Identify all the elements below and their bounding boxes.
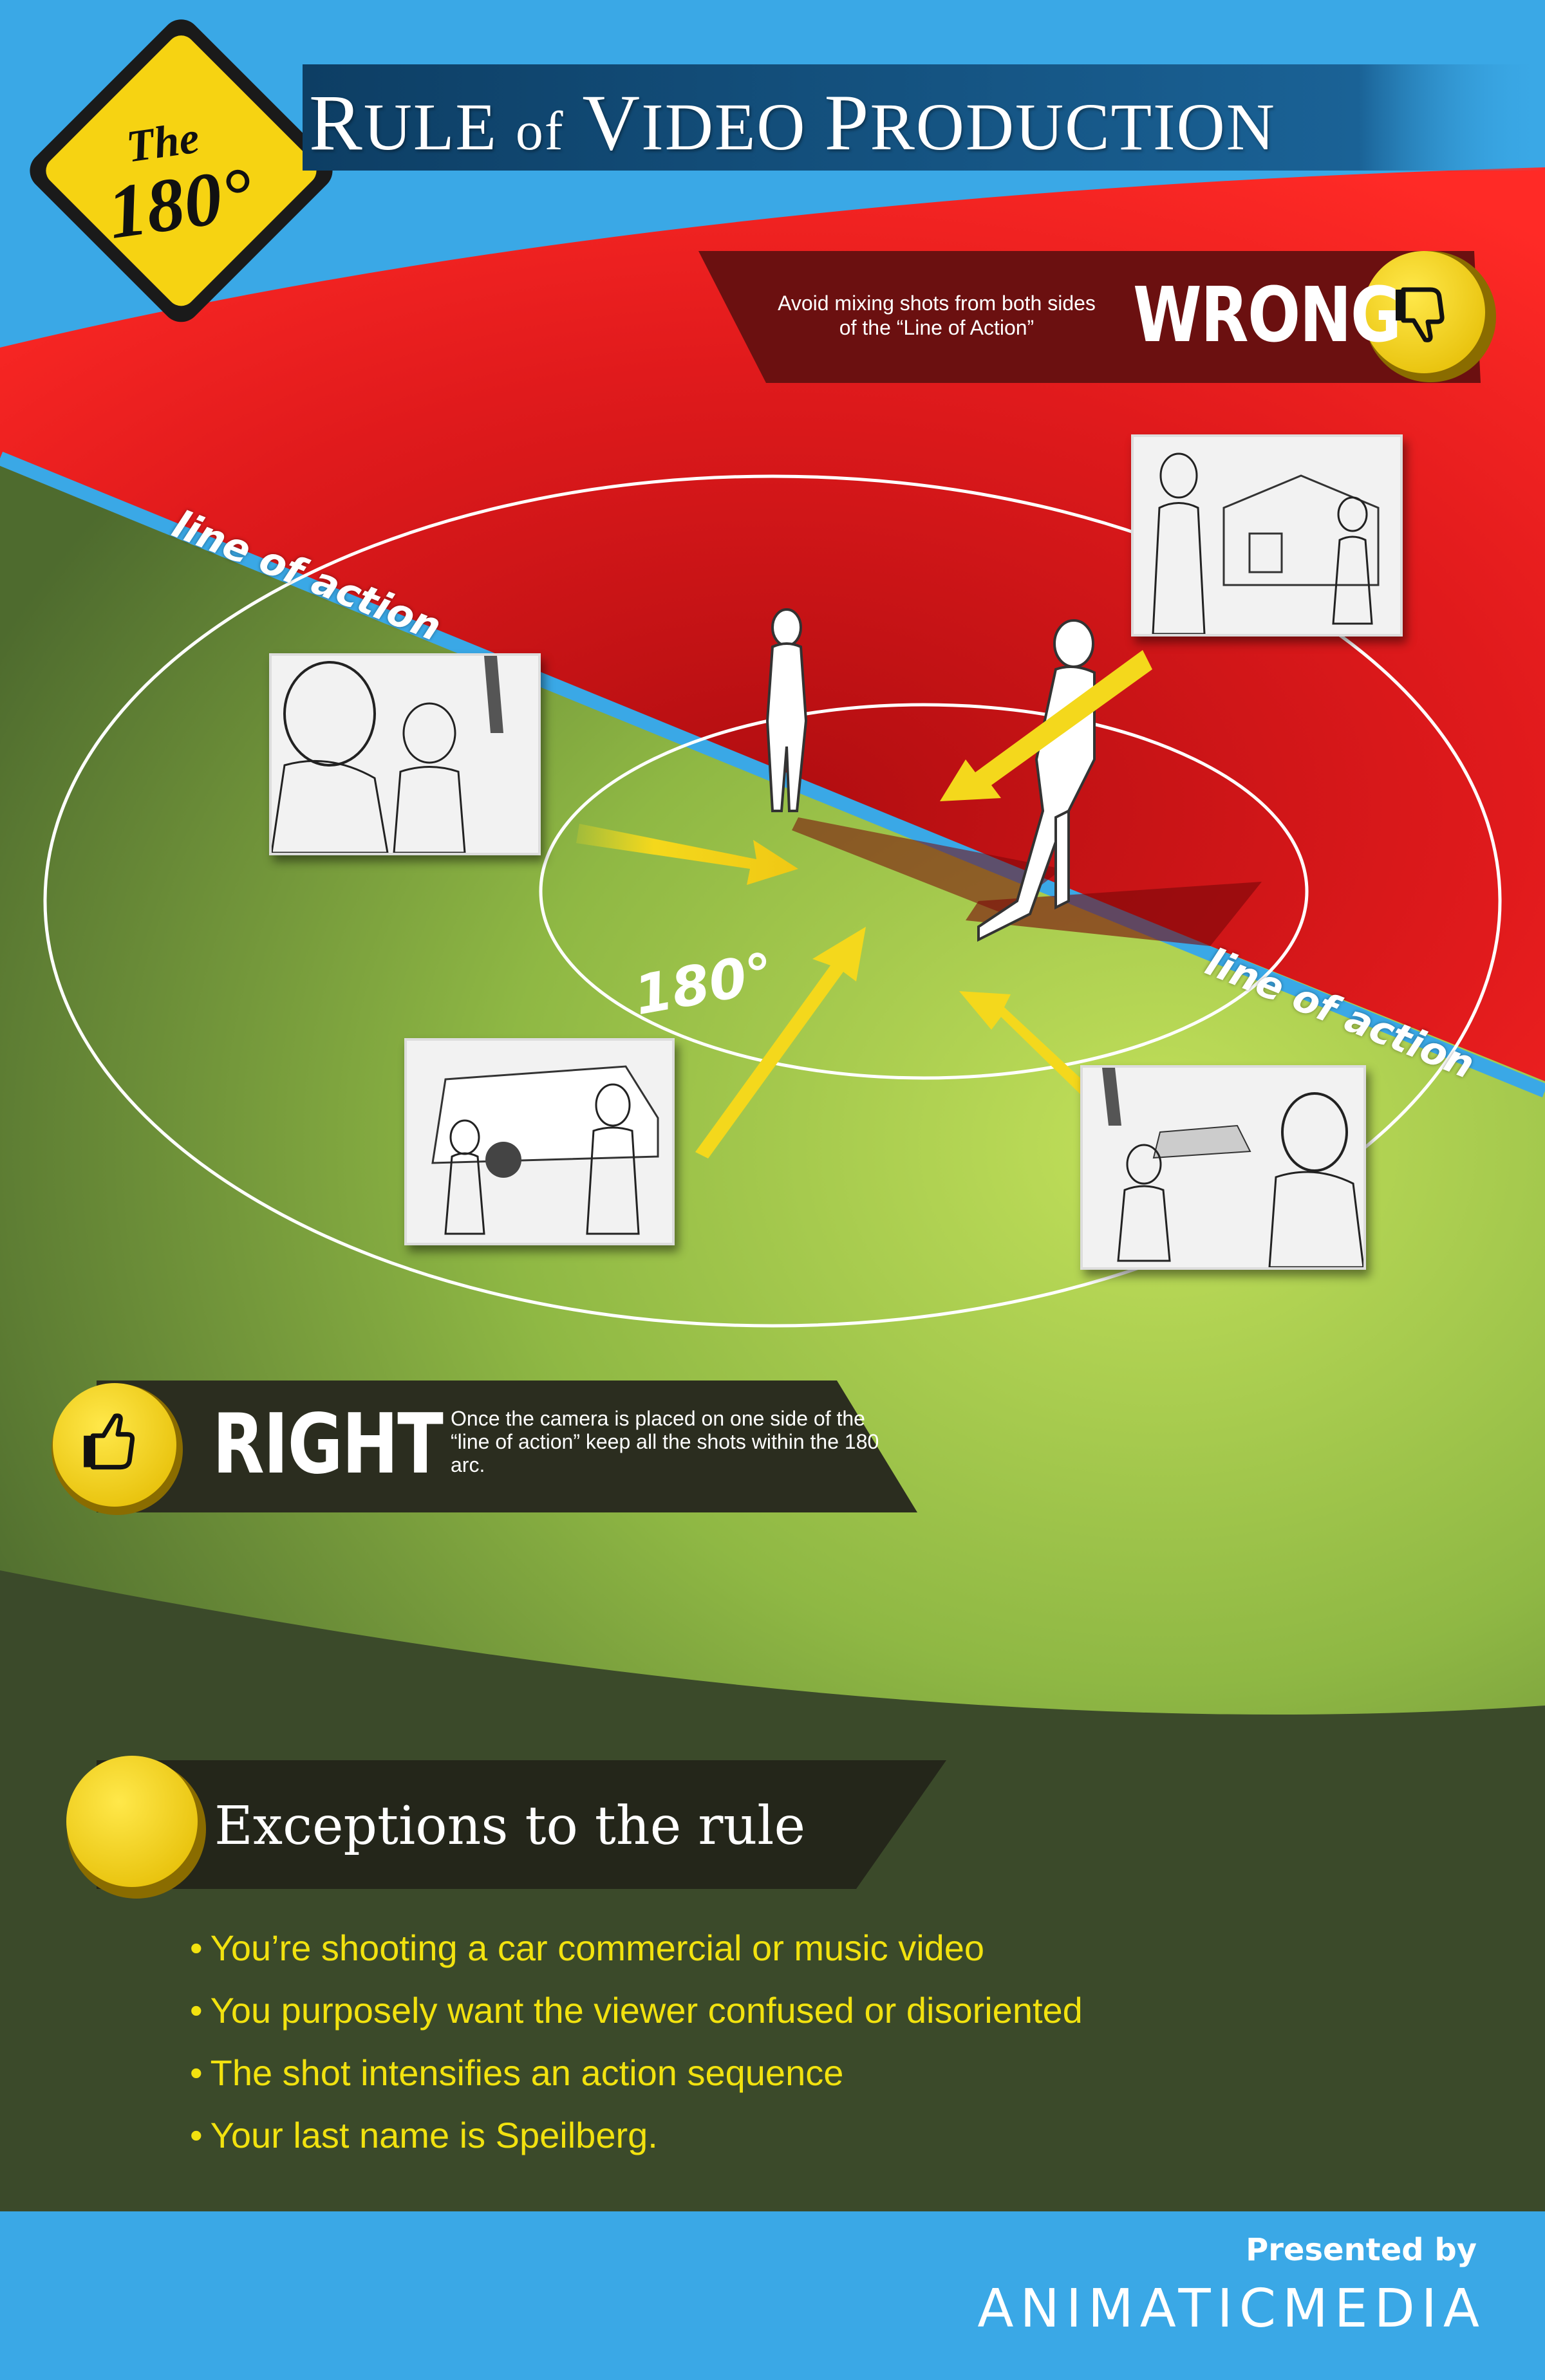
brand-logo-text: ANIMATICMEDIA (977, 2278, 1486, 2339)
list-item: You’re shooting a car commercial or musi… (190, 1917, 1083, 1979)
right-label: RIGHT (212, 1397, 444, 1492)
list-item: The shot intensifies an action sequence (190, 2041, 1083, 2104)
wrong-label: WRONG (1133, 270, 1401, 359)
list-item: Your last name is Speilberg. (190, 2104, 1083, 2166)
presented-by: Presented by (1246, 2232, 1477, 2268)
wrong-description: Avoid mixing shots from both sides of th… (778, 292, 1096, 339)
storyboard-frame-left (269, 653, 541, 855)
figures (765, 608, 1096, 942)
exceptions-list: You’re shooting a car commercial or musi… (190, 1917, 1083, 2166)
right-description: Once the camera is placed on one side of… (451, 1407, 879, 1476)
thumbs-up-icon (84, 1413, 135, 1470)
list-item: You purposely want the viewer confused o… (190, 1979, 1083, 2041)
warning-sign (30, 19, 333, 322)
storyboard-frame-bottom-right (1080, 1065, 1366, 1270)
storyboard-frame-bottom-left (404, 1038, 675, 1245)
exceptions-title: Exceptions to the rule (214, 1796, 806, 1857)
storyboard-frame-wrong (1131, 434, 1403, 637)
page-title: RULE of VIDEO PRODUCTION (309, 79, 1276, 167)
thumbs-down-icon (1396, 287, 1445, 342)
